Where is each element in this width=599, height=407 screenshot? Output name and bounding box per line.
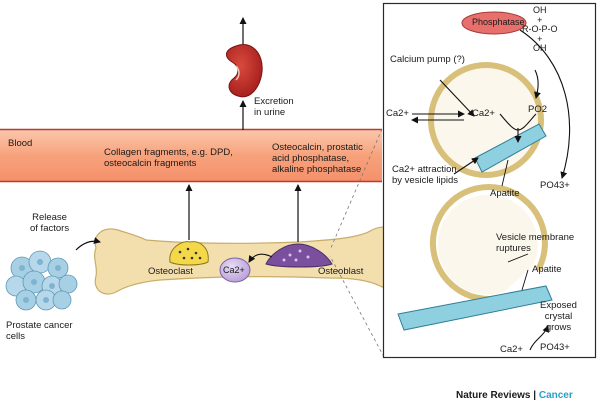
- apatite-top-label: Apatite: [490, 188, 520, 199]
- osteoclast-label: Osteoclast: [148, 266, 193, 277]
- calcium-circle-label: Ca2+: [223, 265, 245, 275]
- credit-line: Nature Reviews | Cancer: [456, 390, 573, 401]
- release-label: Release of factors: [30, 212, 70, 234]
- attraction-label: Ca2+ attraction by vesicle lipids: [392, 164, 458, 186]
- phosphate-formula: OH + R-O-P-O + OH: [522, 5, 558, 53]
- apatite-bottom-pointer: [521, 269, 529, 291]
- arrow-ions-to-crystal: [529, 325, 550, 351]
- kidney-icon: [226, 44, 263, 98]
- prostate-cancer-cells: [5, 250, 78, 311]
- po4-bottom-label: PO43+: [540, 342, 570, 353]
- zoom-line-bottom: [329, 255, 385, 358]
- arrow-attraction: [453, 157, 479, 175]
- bone-shape: [93, 226, 402, 295]
- po4-top-label: PO43+: [540, 180, 570, 191]
- ca-left-label: Ca2+: [386, 108, 409, 119]
- phosphatase-enzyme: [461, 11, 527, 35]
- ca-inside-label: Ca2+: [472, 108, 495, 119]
- arrow-osteoblast-to-calcium: [248, 253, 273, 263]
- rupture-pointer: [507, 253, 529, 263]
- apatite-top-pointer: [501, 159, 509, 187]
- rupture-label: Vesicle membrane ruptures: [496, 232, 575, 254]
- prostate-label: Prostate cancer cells: [6, 320, 73, 342]
- zoom-line-top: [329, 128, 383, 251]
- ruptured-vesicle: [429, 184, 548, 302]
- credit-journal: Nature Reviews: [456, 390, 531, 401]
- arrow-release-factors: [75, 237, 101, 251]
- osteoblast-cell: [265, 243, 333, 268]
- arrow-phosphatase-to-po4: [519, 29, 571, 179]
- credit-separator: |: [530, 390, 539, 401]
- ca-bottom-label: Ca2+: [500, 344, 523, 355]
- calcium-pump-label: Calcium pump (?): [390, 54, 465, 65]
- po2-label: PO2: [528, 104, 548, 115]
- phosphatase-label: Phosphatase: [472, 17, 525, 27]
- exposed-label: Exposed crystal grows: [540, 300, 577, 333]
- calcium-circle-text: Ca2+: [223, 265, 245, 275]
- osteoblast-label: Osteoblast: [318, 266, 364, 277]
- credit-section: Cancer: [538, 390, 573, 401]
- excretion-label: Excretion in urine: [254, 96, 294, 118]
- blood-band: [0, 129, 382, 182]
- arrow-formula-to-po2: [534, 69, 541, 99]
- blood-right-text: Osteocalcin, prostatic acid phosphatase,…: [272, 142, 363, 175]
- arrow-pump-to-vesicle: [439, 79, 475, 117]
- apatite-crystal-bottom: [397, 285, 553, 331]
- blood-label: Blood: [8, 138, 33, 149]
- blood-left-text: Collagen fragments, e.g. DPD, osteocalci…: [104, 147, 233, 169]
- calcium-ion-circle: [219, 257, 251, 283]
- osteoclast-cell: [169, 241, 209, 266]
- apatite-bottom-label: Apatite: [532, 264, 562, 275]
